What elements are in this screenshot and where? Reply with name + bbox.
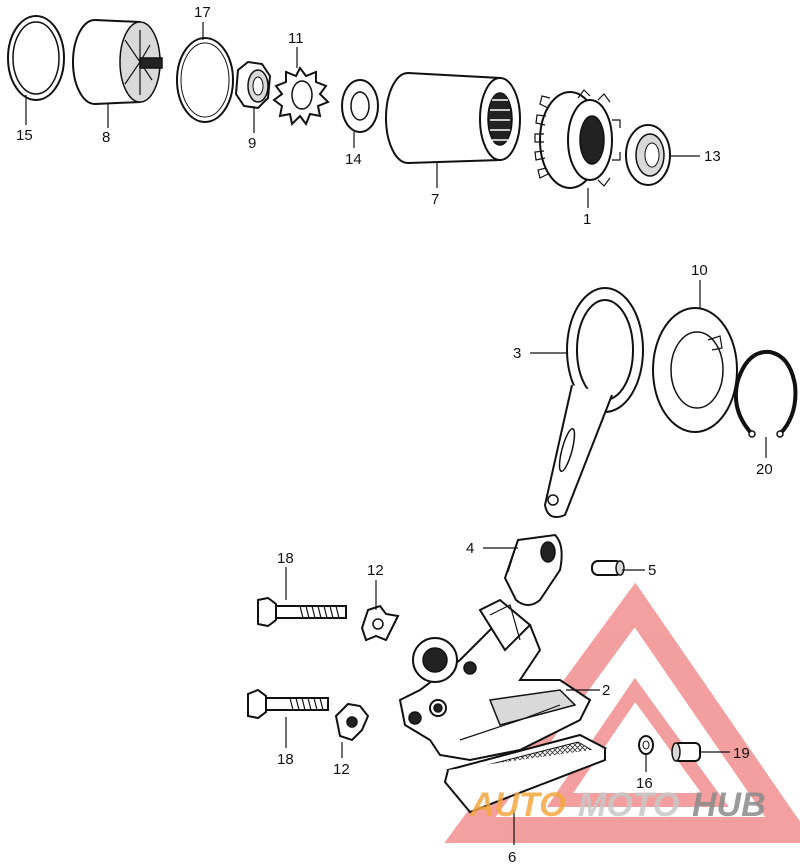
part-16-small-washer	[638, 735, 654, 755]
callout-4: 4	[466, 540, 474, 557]
callout-11: 11	[288, 30, 304, 47]
part-18-bolt-lower	[247, 688, 329, 720]
part-18-bolt-upper	[257, 596, 347, 628]
callout-8: 8	[102, 129, 110, 146]
callout-19: 19	[733, 745, 750, 762]
part-3-bracket	[543, 287, 644, 518]
watermark-text: AUTO MOTO HUB	[469, 786, 766, 824]
callout-20: 20	[756, 461, 773, 478]
part-8-clutch-housing	[72, 19, 163, 105]
part-15-snap-ring	[7, 15, 65, 101]
part-5-pin	[591, 560, 625, 576]
callout-7: 7	[431, 191, 439, 208]
callout-10: 10	[691, 262, 708, 279]
callout-17: 17	[194, 4, 211, 21]
part-12-lock-plate-lower	[334, 702, 370, 742]
callout-5: 5	[648, 562, 656, 579]
callout-6: 6	[508, 849, 516, 866]
callout-13: 13	[704, 148, 721, 165]
callout-12-lower: 12	[333, 761, 350, 778]
part-9-nut	[234, 60, 272, 110]
part-1-gear	[534, 89, 621, 189]
part-19-collar	[671, 742, 701, 762]
watermark-hub: HUB	[692, 786, 766, 824]
callout-3: 3	[513, 345, 521, 362]
callout-numbers: 1 2 3 4 5 6 7 8 9 10 11 12 12 13 14 15 1…	[16, 4, 773, 866]
part-12-lock-plate-upper	[360, 604, 400, 642]
watermark-auto: AUTO	[469, 786, 566, 824]
part-6-strainer-screen	[443, 733, 608, 814]
callout-9: 9	[248, 135, 256, 152]
callout-18-upper: 18	[277, 550, 294, 567]
part-11-lock-washer	[272, 66, 330, 127]
part-4-slider	[503, 533, 563, 606]
callout-14: 14	[345, 151, 362, 168]
callout-2: 2	[602, 682, 610, 699]
part-2-pump-body	[398, 598, 592, 762]
callout-16: 16	[636, 775, 653, 792]
callout-15: 15	[16, 127, 33, 144]
leader-lines	[25, 22, 767, 845]
watermark-moto: MOTO	[578, 786, 679, 824]
part-14-washer	[341, 79, 379, 133]
callout-18-lower: 18	[277, 751, 294, 768]
part-7-drum	[385, 72, 521, 164]
part-17-o-ring	[176, 37, 234, 123]
callout-1: 1	[583, 211, 591, 228]
part-13-bushing	[625, 124, 671, 186]
part-20-circlip	[733, 349, 798, 438]
callout-12-upper: 12	[367, 562, 384, 579]
part-10-plate	[652, 307, 738, 433]
